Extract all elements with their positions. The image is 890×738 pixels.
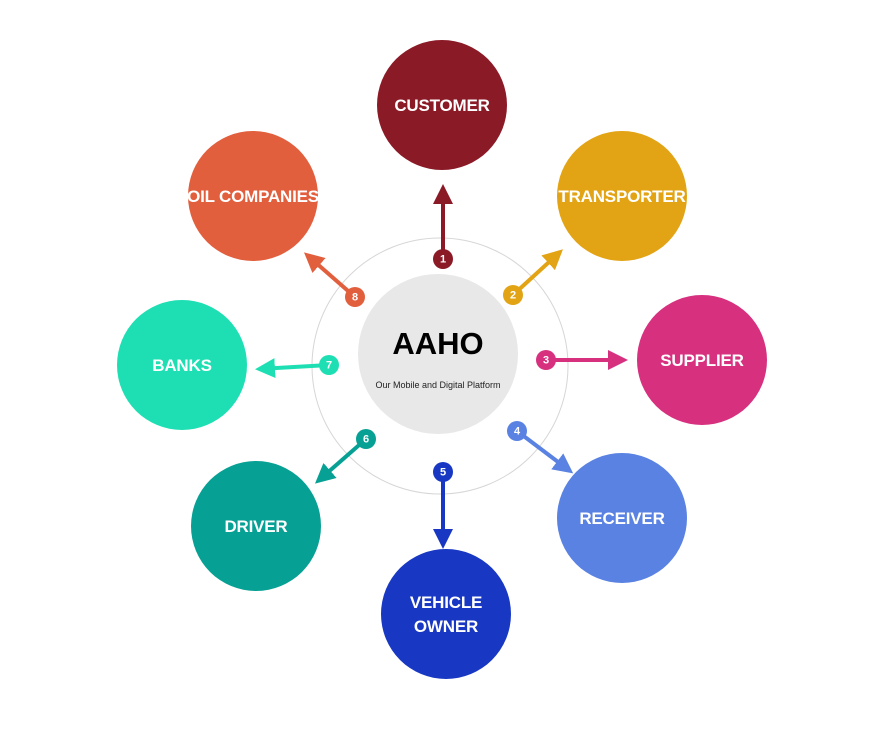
badge-circle-7: [319, 355, 339, 375]
badge-circle-3: [536, 350, 556, 370]
node-banks: BANKS: [117, 300, 247, 430]
badge-number-2: 2: [510, 290, 516, 302]
node-label-vehicle-owner: OWNER: [414, 617, 478, 636]
badge-8: 8: [345, 287, 365, 307]
arrow-receiver: [515, 429, 574, 474]
badge-number-3: 3: [543, 355, 549, 367]
node-circle-vehicle-owner: [381, 549, 511, 679]
badge-number-8: 8: [352, 292, 358, 304]
center-platform: AAHO Our Mobile and Digital Platform: [358, 274, 518, 434]
node-circle-customer: [377, 40, 507, 170]
arrow-transporter: [511, 249, 563, 297]
arrow-driver: [314, 437, 368, 484]
badge-4: 4: [507, 421, 527, 441]
node-label-oil-companies: OIL COMPANIES: [187, 187, 319, 206]
arrow-banks: [255, 358, 330, 379]
badge-1: 1: [433, 249, 453, 269]
center-subtitle: Our Mobile and Digital Platform: [375, 380, 500, 390]
node-circle-oil-companies: [188, 131, 318, 261]
center-title: AAHO: [392, 326, 483, 361]
node-driver: DRIVER: [191, 461, 321, 591]
node-circle-transporter: [557, 131, 687, 261]
number-badges: 1 2 3 4 5 6 7 8: [319, 249, 556, 482]
node-vehicle-owner: VEHICLE OWNER: [381, 549, 511, 679]
node-receiver: RECEIVER: [557, 453, 687, 583]
node-oil-companies: OIL COMPANIES: [187, 131, 319, 261]
node-supplier: SUPPLIER: [637, 295, 767, 425]
stakeholder-nodes: CUSTOMER TRANSPORTER SUPPLIER RECEIVER VEHIC…: [117, 40, 767, 679]
node-circle-banks: [117, 300, 247, 430]
node-label-customer: CUSTOMER: [394, 96, 489, 115]
node-circle-driver: [191, 461, 321, 591]
badge-5: 5: [433, 462, 453, 482]
node-transporter: TRANSPORTER: [557, 131, 687, 261]
badge-circle-6: [356, 429, 376, 449]
connectors: [255, 184, 628, 549]
badge-number-5: 5: [440, 467, 446, 479]
node-label-transporter: TRANSPORTER: [558, 187, 685, 206]
node-circle-receiver: [557, 453, 687, 583]
badge-number-7: 7: [326, 360, 332, 372]
node-label-receiver: RECEIVER: [579, 509, 664, 528]
badge-3: 3: [536, 350, 556, 370]
badge-number-1: 1: [440, 254, 446, 266]
badge-number-4: 4: [514, 426, 521, 438]
center-circle: [358, 274, 518, 434]
badge-number-6: 6: [363, 434, 369, 446]
node-label-vehicle-owner: VEHICLE: [410, 593, 482, 612]
badge-circle-2: [503, 285, 523, 305]
badge-7: 7: [319, 355, 339, 375]
badge-circle-4: [507, 421, 527, 441]
badge-2: 2: [503, 285, 523, 305]
node-label-banks: BANKS: [152, 356, 211, 375]
node-circle-supplier: [637, 295, 767, 425]
arrow-oil-companies: [303, 252, 357, 299]
badge-circle-1: [433, 249, 453, 269]
node-customer: CUSTOMER: [377, 40, 507, 170]
badge-circle-5: [433, 462, 453, 482]
badge-6: 6: [356, 429, 376, 449]
node-label-supplier: SUPPLIER: [660, 351, 743, 370]
node-label-driver: DRIVER: [224, 517, 287, 536]
badge-circle-8: [345, 287, 365, 307]
